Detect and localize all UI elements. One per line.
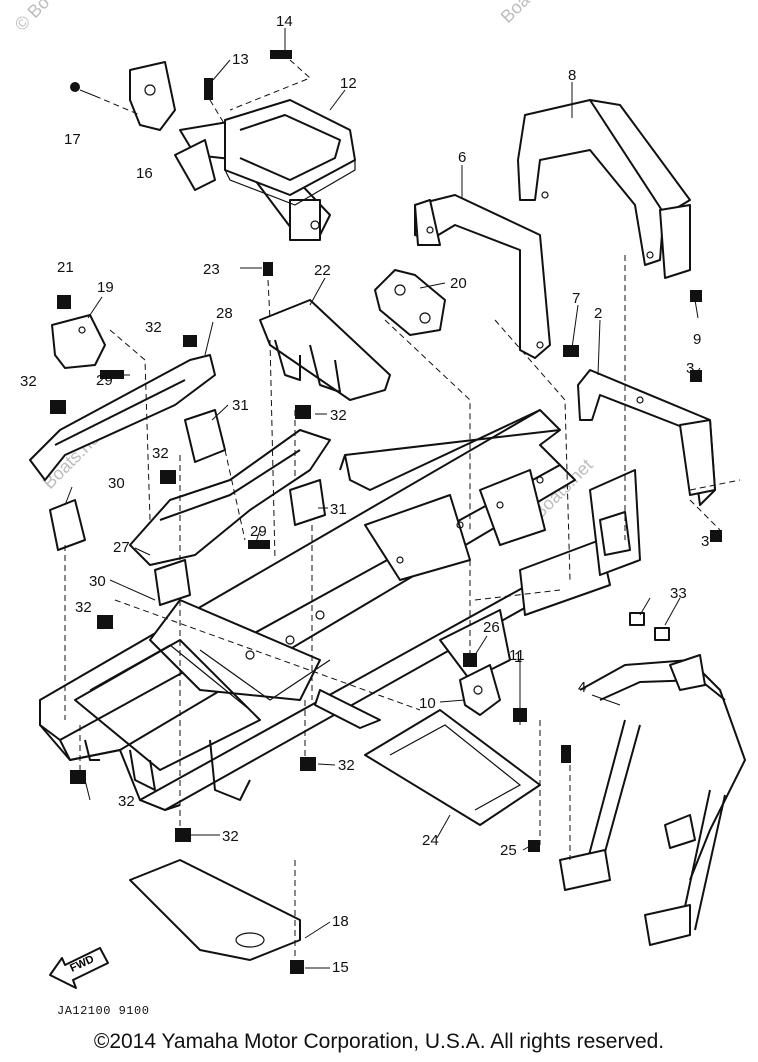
callout: 32 — [222, 828, 239, 845]
bracket-28 — [29, 354, 216, 481]
bracket-12 — [224, 99, 356, 206]
callout: 24 — [422, 832, 439, 849]
callout: 20 — [450, 275, 467, 292]
callout: 32 — [330, 407, 347, 424]
callout: 5 — [563, 745, 571, 762]
callout: 32 — [118, 793, 135, 810]
callout: 26 — [483, 619, 500, 636]
callout: 10 — [419, 695, 436, 712]
callout: 19 — [97, 279, 114, 296]
fasteners — [50, 262, 722, 974]
callout: 1 — [514, 649, 522, 666]
bracket-2 — [577, 369, 716, 506]
bolt-17 — [70, 82, 96, 97]
callout: 3 — [701, 533, 709, 550]
callout: 33 — [670, 585, 687, 602]
bracket-10 — [459, 664, 501, 716]
copyright-notice: ©2014 Yamaha Motor Corporation, U.S.A. A… — [93, 1030, 665, 1053]
assembly-lines — [64, 255, 741, 960]
engine-mount-30 — [154, 559, 191, 606]
callout: 32 — [145, 319, 162, 336]
callout: 18 — [332, 913, 349, 930]
bolt-14 — [270, 50, 292, 59]
plate-24 — [364, 709, 541, 826]
callout: 32 — [20, 373, 37, 390]
callout: 32 — [152, 445, 169, 462]
bracket-33 — [629, 612, 670, 641]
callout: 4 — [578, 679, 586, 696]
bolt-13 — [204, 78, 213, 100]
callout: 23 — [203, 261, 220, 278]
guard-18 — [129, 859, 301, 961]
callout: 15 — [332, 959, 349, 976]
bracket-27 — [129, 429, 331, 566]
callout: 11 — [509, 647, 525, 664]
callout: 9 — [693, 331, 701, 348]
callout: 7 — [572, 290, 580, 307]
fwd-arrow-icon: FWD — [49, 947, 109, 989]
callout: 6 — [458, 149, 466, 166]
callout: 12 — [340, 75, 357, 92]
callout: 31 — [330, 501, 347, 518]
engine-mount-31 — [184, 409, 226, 463]
bracket-20 — [374, 269, 446, 336]
watermark-corner: © Bo — [11, 0, 54, 35]
callout: 2 — [594, 305, 602, 322]
callout: 29 — [96, 372, 113, 389]
callout: 22 — [314, 262, 331, 279]
callout: 30 — [108, 475, 125, 492]
bracket-22 — [259, 299, 391, 401]
callout: 17 — [64, 131, 81, 148]
callout: 3 — [686, 360, 694, 377]
callout: 32 — [75, 599, 92, 616]
bracket-6 — [414, 194, 551, 359]
engine-mount-30 — [49, 499, 86, 551]
callout: 13 — [232, 51, 249, 68]
callout: 30 — [89, 573, 106, 590]
leader-lines — [64, 28, 723, 969]
callout: 32 — [338, 757, 355, 774]
callout-labels: 1 2 3 3 4 5 6 7 8 9 10 11 12 13 14 15 16… — [20, 13, 709, 976]
watermark: Boats.net — [497, 0, 565, 27]
bracket-19 — [51, 314, 106, 369]
callout: 21 — [57, 259, 74, 276]
callout: 27 — [113, 539, 130, 556]
callout: 8 — [568, 67, 576, 84]
callout: 25 — [500, 842, 517, 859]
callout: 28 — [216, 305, 233, 322]
bracket-8 — [517, 99, 691, 279]
callout: 16 — [136, 165, 153, 182]
diagram-code: JA12100 9100 — [57, 1004, 150, 1018]
callout: 29 — [250, 523, 267, 540]
engine-mount-31 — [289, 479, 326, 526]
callout: 31 — [232, 397, 249, 414]
callout: 14 — [276, 13, 293, 30]
main-frame — [39, 409, 641, 811]
support-4 — [559, 654, 746, 946]
